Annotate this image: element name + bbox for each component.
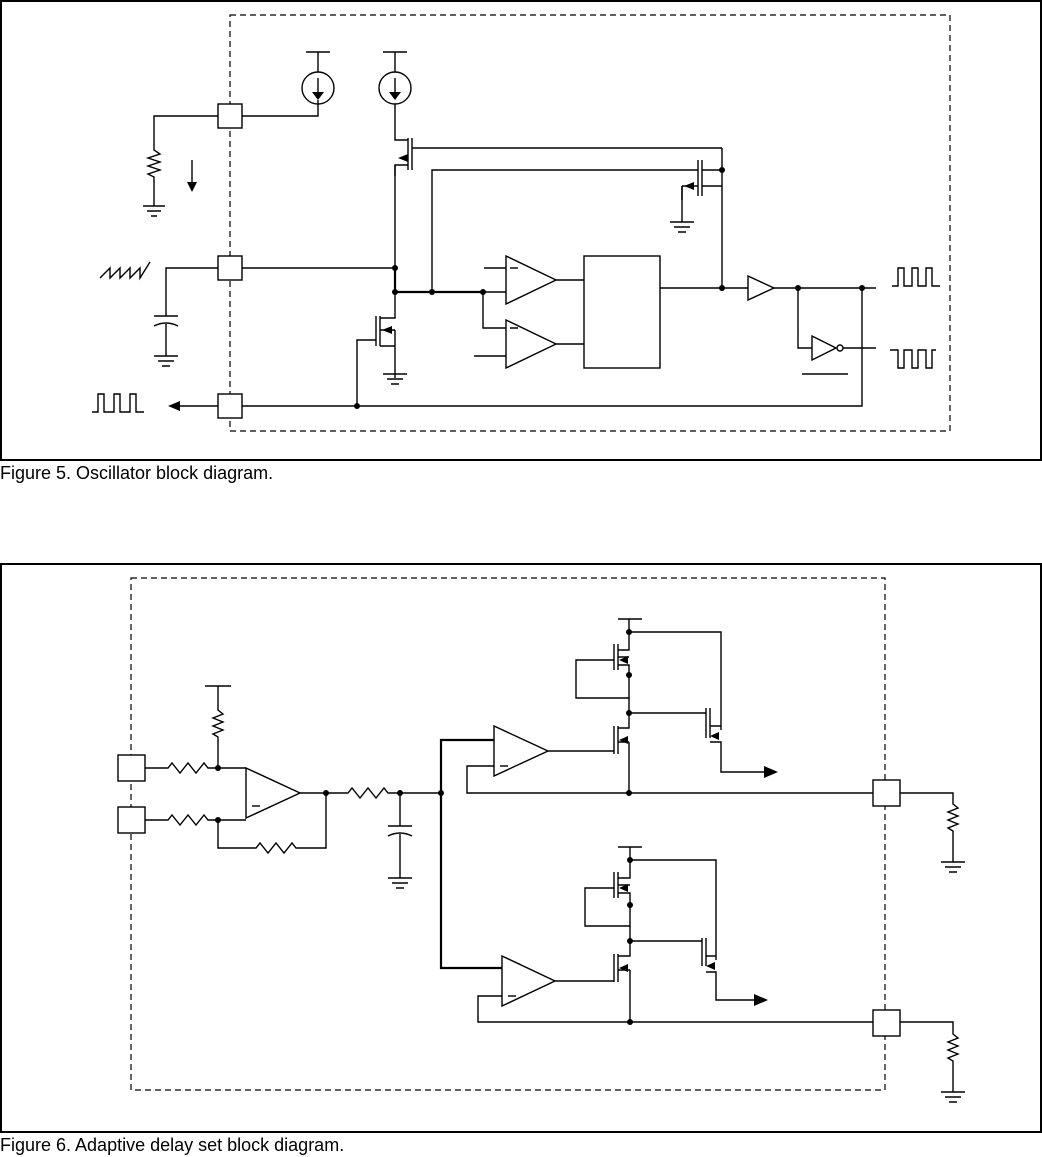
input-resistor [145, 815, 246, 825]
pullup-resistor [205, 686, 231, 768]
adaptive-delay-block-diagram [0, 563, 1042, 1133]
pin-sync [218, 394, 242, 418]
sawtooth-waveform-icon [100, 262, 150, 278]
pin-rt [218, 104, 242, 128]
supply-rail [306, 52, 330, 72]
delay-resistor-b [900, 1022, 965, 1102]
pin-input-b [118, 807, 145, 833]
wire [242, 100, 318, 116]
feedback-resistor [218, 793, 326, 853]
pulse-waveform-icon [892, 268, 940, 286]
delay-resistor-a [900, 793, 965, 872]
inverter-icon [798, 288, 836, 360]
oscillator-block-diagram [0, 0, 1042, 461]
input-resistor [145, 763, 246, 773]
flip-flop-block [584, 256, 660, 368]
adaptive-delay-schematic [2, 565, 1040, 1131]
ic-boundary [131, 578, 885, 1090]
pin-output-b [873, 1010, 900, 1036]
ground-symbol [143, 206, 165, 216]
difference-amplifier [246, 768, 300, 818]
comparator-upper [494, 726, 548, 776]
buffer-icon [748, 276, 774, 300]
arrowhead [187, 182, 197, 192]
figure-6-caption: Figure 6. Adaptive delay set block diagr… [0, 1135, 344, 1155]
pin-output-a [873, 780, 900, 806]
pin-input-a [118, 755, 145, 781]
comparator-lower [506, 320, 556, 368]
comparator-upper [506, 256, 556, 304]
pulse-waveform-icon [890, 350, 936, 368]
figure-5-caption: Figure 5. Oscillator block diagram. [0, 463, 273, 483]
timing-capacitor [154, 268, 218, 366]
timing-resistor [148, 116, 218, 206]
pulse-waveform-icon [92, 394, 144, 412]
pin-ct [218, 256, 242, 280]
ground-symbol [670, 186, 694, 232]
filter-capacitor [388, 793, 412, 888]
oscillator-schematic [2, 2, 1040, 459]
comparator-lower [502, 956, 555, 1006]
filter-resistor [300, 788, 441, 798]
